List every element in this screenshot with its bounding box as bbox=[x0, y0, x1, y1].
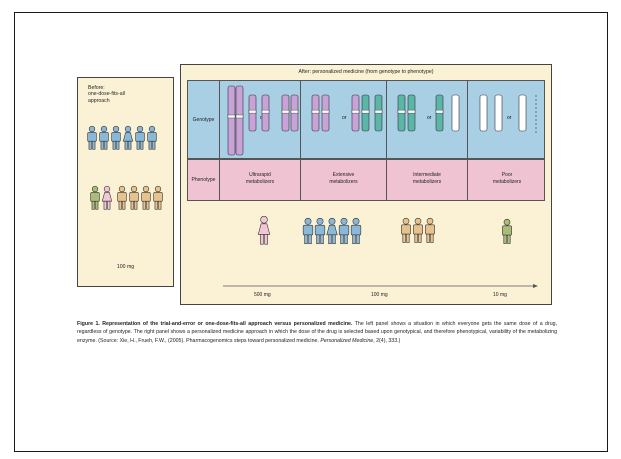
before-dose: 100 mg bbox=[116, 264, 135, 270]
person-icon bbox=[153, 185, 163, 210]
genotype-cell-intermediate: or bbox=[387, 81, 468, 158]
person-icon bbox=[147, 125, 157, 150]
chromosome bbox=[494, 94, 503, 132]
chromosome bbox=[479, 94, 488, 132]
person-icon bbox=[326, 217, 338, 245]
chromosome bbox=[261, 94, 270, 132]
person-icon bbox=[129, 185, 139, 210]
before-panel-title: Before: one-dose-fits-all approach bbox=[88, 85, 125, 104]
chromosome-pairs bbox=[227, 85, 537, 156]
or-label: or bbox=[507, 115, 512, 121]
after-panel: After: personalized medicine (from genot… bbox=[180, 64, 552, 305]
person-icon bbox=[135, 125, 145, 150]
caption-citation: , 2(4), 333.) bbox=[373, 337, 401, 344]
person-icon bbox=[401, 217, 411, 243]
dose-ultrarapid: 500 mg bbox=[254, 292, 271, 298]
chromosome bbox=[227, 85, 236, 156]
before-panel: Before: one-dose-fits-all approach 100 m… bbox=[77, 77, 174, 287]
chromosome bbox=[361, 94, 370, 132]
or-label: or bbox=[342, 115, 347, 121]
genotype-label: Genotype bbox=[188, 81, 220, 158]
figure-caption: Figure 1. Representation of the trial-an… bbox=[77, 320, 557, 345]
caption-journal: Personalized Medicine bbox=[320, 337, 374, 344]
dose-extensive: 100 mg bbox=[371, 292, 388, 298]
chromosome bbox=[281, 94, 290, 132]
person-icon bbox=[425, 217, 435, 243]
person-icon bbox=[90, 185, 100, 210]
chromosome bbox=[407, 94, 416, 132]
chromosome bbox=[374, 94, 383, 132]
chromosome bbox=[311, 94, 320, 132]
person-icon bbox=[101, 185, 113, 210]
person-icon bbox=[87, 125, 97, 150]
person-icon bbox=[111, 125, 121, 150]
phenotype-label: Phenotype bbox=[188, 160, 220, 200]
population-group bbox=[87, 125, 163, 210]
chromosome bbox=[321, 94, 330, 132]
person-icon bbox=[122, 125, 134, 150]
dose-arrow bbox=[223, 284, 538, 288]
person-icon bbox=[413, 217, 423, 243]
chromosome bbox=[290, 94, 299, 132]
genotype-cell-poor: or bbox=[468, 81, 546, 158]
person-icon bbox=[117, 185, 127, 210]
person-icon bbox=[314, 217, 326, 245]
chromosome bbox=[351, 94, 360, 132]
chromosome bbox=[435, 94, 444, 132]
after-panel-title: After: personalized medicine (from genot… bbox=[298, 69, 434, 75]
chromosome bbox=[248, 94, 257, 132]
caption-body: The left panel shows a situation in whic… bbox=[77, 321, 558, 344]
or-label: or bbox=[427, 115, 432, 121]
caption-title: Figure 1. Representation of the trial-an… bbox=[77, 321, 353, 327]
person-icon bbox=[502, 218, 512, 244]
genotype-row: Genotype or or or or bbox=[187, 80, 545, 159]
person-icon bbox=[257, 215, 271, 245]
chromosome bbox=[451, 94, 460, 132]
genotype-cell-extensive: or bbox=[301, 81, 387, 158]
dose-poor: 10 mg bbox=[493, 292, 507, 298]
chromosome bbox=[235, 85, 244, 156]
phenotype-figures bbox=[257, 215, 512, 245]
person-icon bbox=[141, 185, 151, 210]
person-icon bbox=[338, 217, 350, 245]
chromosome bbox=[518, 94, 527, 132]
person-icon bbox=[99, 125, 109, 150]
chromosome bbox=[397, 94, 406, 132]
person-icon bbox=[302, 217, 314, 245]
person-icon bbox=[350, 217, 362, 245]
